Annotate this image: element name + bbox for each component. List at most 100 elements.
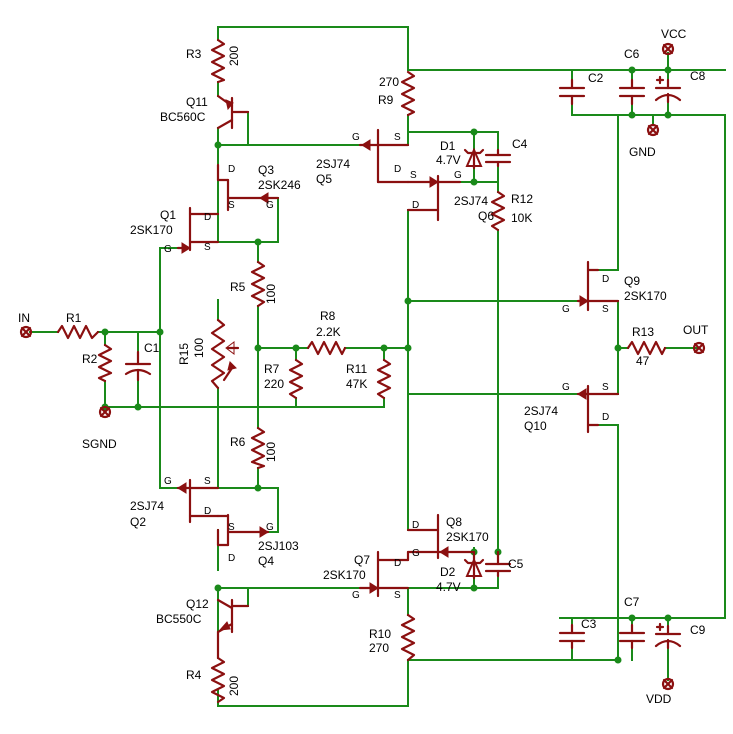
- q8-name: Q8: [446, 515, 462, 529]
- r12-name: R12: [511, 192, 533, 206]
- q1-pin-s: S: [204, 242, 211, 253]
- r4-value: 200: [227, 676, 241, 696]
- q11-bjt-symbol: [216, 94, 250, 130]
- q1-pin-g: G: [164, 244, 172, 255]
- r15-value: 100: [192, 338, 206, 358]
- r7-symbol: [288, 358, 304, 400]
- diode-symbols: [463, 147, 485, 580]
- r1-symbol: [56, 324, 100, 340]
- q11-name: Q11: [186, 95, 208, 109]
- q2-pin-s: S: [204, 476, 211, 487]
- q6-part: 2SJ74: [454, 194, 488, 208]
- q10-fet-symbol: [576, 384, 620, 434]
- r2-symbol: [97, 343, 113, 383]
- r8-value: 2.2K: [316, 325, 341, 339]
- vcc-terminal-icon: [661, 42, 675, 56]
- q5-name: Q5: [316, 172, 332, 186]
- gnd-terminal-icon: [646, 123, 660, 137]
- c7-symbol: [618, 623, 646, 650]
- d1-name: D1: [440, 139, 456, 153]
- q12-name: Q12: [186, 597, 209, 611]
- c2-symbol: [558, 78, 586, 106]
- r8-name: R8: [320, 309, 336, 323]
- q2-name: Q2: [130, 515, 146, 529]
- q4-pin-g: G: [266, 522, 274, 533]
- d2-symbol: [463, 550, 485, 580]
- r2-name: R2: [82, 352, 98, 366]
- q10-part: 2SJ74: [524, 404, 558, 418]
- q6-pin-d: D: [412, 200, 419, 211]
- c4-symbol: [484, 148, 512, 168]
- q9-pin-g: G: [562, 304, 570, 315]
- out-terminal-icon: [692, 341, 706, 355]
- c9-name: C9: [690, 623, 706, 637]
- q6-pin-s: S: [410, 170, 417, 181]
- fet-symbols: [176, 128, 620, 598]
- q11-part: BC560C: [160, 110, 206, 124]
- c8-symbol: [654, 75, 682, 104]
- r9-value: 270: [379, 75, 399, 89]
- q6-fet-symbol: [406, 174, 462, 222]
- c5-symbol: [484, 550, 512, 578]
- r11-value: 47K: [346, 377, 367, 391]
- r9-symbol: [400, 70, 416, 117]
- q9-fet-symbol: [576, 260, 620, 312]
- q4-fet-symbol: [216, 513, 270, 547]
- d1-value: 4.7V: [436, 153, 461, 167]
- bjt-symbols: [216, 94, 250, 660]
- vdd-label: VDD: [646, 692, 672, 706]
- q3-pin-g: G: [266, 200, 274, 211]
- q1-name: Q1: [160, 208, 176, 222]
- capacitor-symbols: [124, 75, 682, 650]
- labels: IN OUT VCC GND SGND VDD R3 200 R4 200 27…: [18, 27, 709, 706]
- q5-pin-s: S: [394, 132, 401, 143]
- q3-name: Q3: [258, 163, 274, 177]
- q8-part: 2SK170: [446, 530, 489, 544]
- q9-part: 2SK170: [624, 289, 667, 303]
- c5-name: C5: [508, 557, 524, 571]
- r5-symbol: [250, 260, 266, 308]
- q9-pin-s: S: [602, 304, 609, 315]
- q2-pin-d: D: [204, 506, 211, 517]
- q4-part: 2SJ103: [258, 539, 299, 553]
- q10-pin-d: D: [602, 412, 609, 423]
- q5-fet-symbol: [358, 128, 410, 184]
- q7-pin-d: D: [394, 558, 401, 569]
- r11-name: R11: [346, 362, 367, 376]
- q9-pin-d: D: [602, 274, 609, 285]
- c7-name: C7: [624, 595, 640, 609]
- q7-fet-symbol: [358, 550, 410, 598]
- r1-name: R1: [66, 311, 82, 325]
- c4-name: C4: [512, 137, 528, 151]
- in-label: IN: [18, 311, 30, 325]
- r3-name: R3: [186, 47, 202, 61]
- r8-symbol: [306, 340, 347, 356]
- port-markers: [19, 42, 706, 691]
- r6-value: 100: [264, 442, 278, 462]
- q4-name: Q4: [258, 554, 274, 568]
- sgnd-terminal-icon: [98, 405, 112, 419]
- r4-symbol: [210, 656, 226, 704]
- r3-value: 200: [227, 46, 241, 66]
- r5-name: R5: [230, 280, 246, 294]
- r9-name: R9: [378, 93, 394, 107]
- q10-name: Q10: [524, 419, 547, 433]
- in-terminal-icon: [19, 325, 33, 339]
- r13-value: 47: [636, 354, 650, 368]
- vdd-terminal-icon: [661, 677, 675, 691]
- q7-pin-g: G: [352, 590, 360, 601]
- r4-name: R4: [186, 668, 202, 682]
- r13-name: R13: [632, 325, 654, 339]
- q6-pin-g: G: [454, 170, 462, 181]
- q5-pin-g: G: [352, 132, 360, 143]
- q5-pin-d: D: [394, 164, 401, 175]
- r15-name: R15: [177, 343, 191, 365]
- q5-part: 2SJ74: [316, 157, 350, 171]
- q3-pin-d: D: [228, 164, 235, 175]
- sgnd-label: SGND: [82, 437, 117, 451]
- out-label: OUT: [683, 323, 709, 337]
- vcc-label: VCC: [661, 27, 687, 41]
- c3-symbol: [558, 623, 586, 650]
- resistor-symbols: [56, 38, 667, 704]
